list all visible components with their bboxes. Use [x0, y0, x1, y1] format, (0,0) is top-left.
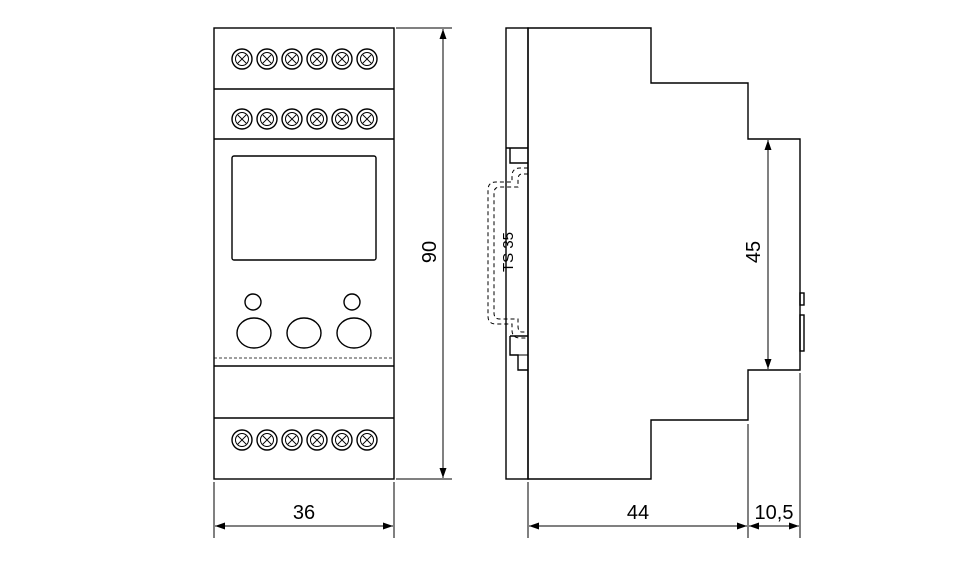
- height-dimension: 90: [396, 27, 452, 480]
- led-indicator-right: [343, 293, 361, 311]
- terminal-screw: [231, 48, 253, 70]
- clip-upper: [506, 147, 528, 164]
- terminal-screw: [256, 108, 278, 130]
- front-view: [213, 27, 395, 480]
- depth-dimension: 44 10,5: [527, 373, 801, 538]
- terminal-screw: [306, 108, 328, 130]
- front-housing: [213, 27, 395, 480]
- terminal-screw: [256, 429, 278, 451]
- height-label: 90: [419, 241, 441, 263]
- depth-label: 44: [627, 502, 649, 524]
- terminal-screw: [331, 429, 353, 451]
- width-label: 36: [293, 502, 315, 524]
- terminal-screw: [306, 48, 328, 70]
- button-center: [286, 317, 322, 349]
- terminal-row-bottom: [231, 429, 378, 451]
- side-housing-profile: [527, 27, 801, 480]
- terminal-screw: [281, 108, 303, 130]
- terminal-screw: [356, 108, 378, 130]
- terminal-screw: [306, 429, 328, 451]
- display-window: [231, 155, 377, 261]
- clip-lower: [509, 335, 528, 371]
- button-left: [236, 317, 272, 349]
- rail-height-label: 45: [743, 241, 765, 263]
- terminal-row-middle: [231, 108, 378, 130]
- rear-terminal-1: [799, 292, 805, 306]
- terminal-row-top: [231, 48, 378, 70]
- din-rail: [487, 167, 528, 339]
- terminal-screw: [281, 429, 303, 451]
- width-dimension: 36: [213, 482, 395, 538]
- terminal-screw: [281, 48, 303, 70]
- rail-height-dimension: 45: [743, 140, 772, 369]
- led-indicator-left: [244, 293, 262, 311]
- terminal-screw: [231, 108, 253, 130]
- side-view: TS 35: [487, 27, 805, 480]
- terminal-screw: [356, 48, 378, 70]
- terminal-screw: [231, 429, 253, 451]
- terminal-screw: [256, 48, 278, 70]
- offset-label: 10,5: [755, 502, 794, 524]
- button-right: [336, 317, 372, 349]
- terminal-screw: [331, 108, 353, 130]
- din-rail-inner: [493, 173, 528, 333]
- rear-terminal-2: [799, 314, 805, 352]
- rail-label: TS 35: [500, 232, 517, 272]
- terminal-screw: [356, 429, 378, 451]
- terminal-screw: [331, 48, 353, 70]
